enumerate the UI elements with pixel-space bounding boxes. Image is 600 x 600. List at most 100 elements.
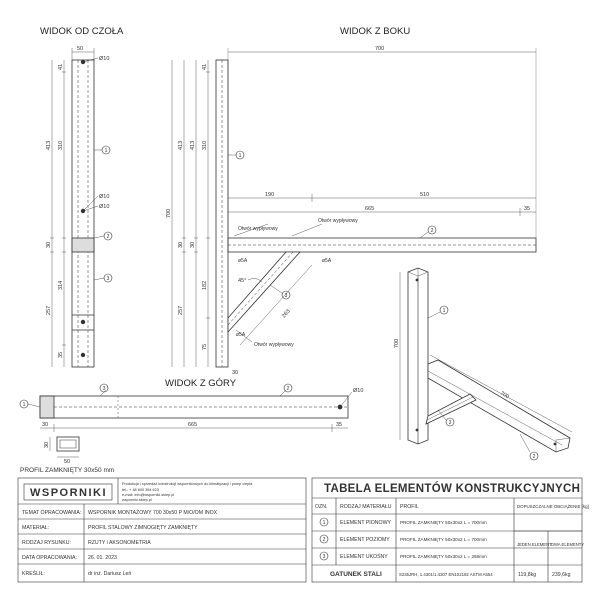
side-callout-2: 2 (431, 228, 434, 234)
top-dim-35: 35 (336, 422, 342, 428)
side-phi-label: ø5A (238, 258, 248, 264)
side-dim-height: 700 (166, 209, 172, 218)
iso-callout-2: 2 (533, 454, 536, 460)
row-label: TEMAT OPRACOWANIA: (22, 510, 81, 516)
table-header: PROFIL (400, 504, 419, 510)
front-dim-310: 310 (58, 141, 64, 150)
profile-section (56, 436, 80, 452)
elements-table-text: TABELA ELEMENTÓW KONSTRUKCYJNYCH OZN. RO… (315, 482, 589, 578)
side-view-labels: 700 190 510 665 35 700 413 30 257 413 30… (166, 46, 530, 376)
side-dim-413b: 413 (190, 141, 196, 150)
row-value: 26. 01. 2023 (88, 555, 117, 561)
front-callout-1: 1 (105, 148, 108, 154)
company-info-line: wsporniki.sklep.pl (122, 498, 152, 502)
top-callout-3: 3 (103, 386, 106, 392)
row-value: WSPORNIK MONTAŻOWY 700 30x50 P M/O/OM IN… (88, 509, 218, 516)
row-label: RODZAJ RYSUNKU: (22, 540, 71, 546)
side-callout-1: 1 (239, 153, 242, 159)
side-dim-41: 41 (202, 64, 208, 70)
side-dim-30b: 30 (190, 242, 196, 248)
company-info-line: tel.: + 48 600 354 623 (122, 488, 159, 492)
top-dim-665: 665 (188, 422, 197, 428)
side-dim-665: 665 (365, 206, 374, 212)
front-view-labels: 50 Ø10 Ø10 Ø10 413 30 257 41 310 314 35 … (46, 46, 110, 358)
side-phi-label: ø5A (236, 332, 246, 338)
side-dim-182: 182 (202, 281, 208, 290)
table-header: DOPUSZCZALNE OBCIĄŻENIE [kg] (517, 504, 589, 509)
row-value: RZUTY i AKSONOMETRIA (88, 540, 151, 546)
front-dim-413: 413 (46, 141, 52, 150)
load-one: 119,8kg (518, 572, 536, 578)
top-dim-30: 30 (42, 422, 48, 428)
front-view (50, 48, 113, 368)
top-view (19, 383, 353, 458)
row-label: MATERIAŁ: (22, 525, 49, 531)
row-profile: PROFIL ZAMKNIĘTY 50x30x2 L = 700mm (400, 520, 487, 525)
front-dim-41: 41 (58, 64, 64, 70)
iso-view (399, 267, 573, 461)
front-dim-257: 257 (46, 306, 52, 315)
company-info-line: e-mail: info@wsporniki.sklep.pl (122, 493, 174, 497)
front-dim-35: 35 (58, 352, 64, 358)
top-hole-label: Ø10 (353, 388, 363, 394)
title-block-text: WSPORNIKI Produkcja i sprzedaż konstrukc… (22, 482, 253, 577)
iso-view-labels: 700 700 1 3 2 (394, 308, 536, 460)
row-value: PROFIL STALOWY ZIMNOGIĘTY ZAMKNIĘTY (88, 525, 198, 531)
iso-diagonal (425, 393, 477, 425)
side-angle-label: 45° (238, 278, 246, 284)
front-callout-2: 2 (107, 234, 110, 240)
table-header: RODZAJ MATERIAŁU (340, 504, 392, 510)
side-callout-3: 3 (285, 293, 288, 299)
logo-box (23, 483, 113, 501)
row-id: 2 (323, 537, 326, 543)
side-dim-310: 310 (202, 141, 208, 150)
company-info-line: Produkcja i sprzedaż konstrukcji wsporni… (122, 482, 253, 486)
table-title: TABELA ELEMENTÓW KONSTRUKCYJNYCH (324, 482, 580, 495)
side-view-title: WIDOK Z BOKU (340, 26, 410, 37)
elements-table (311, 477, 583, 583)
iso-height-label: 700 (394, 339, 400, 348)
sub-header: JEDEN ELEMENT (517, 542, 552, 547)
side-dim-30: 30 (178, 242, 184, 248)
row-id: 3 (323, 554, 326, 560)
front-hole-label: Ø10 (99, 194, 109, 200)
top-callout-2: 2 (287, 386, 290, 392)
profile-dim-30: 30 (44, 442, 50, 448)
iso-callout-3: 3 (449, 420, 452, 426)
side-dim-413: 413 (178, 141, 184, 150)
title-block (17, 477, 307, 583)
load-two: 239,6kg (552, 572, 571, 578)
side-view (171, 48, 537, 368)
side-phi-label: ø5A (322, 258, 332, 264)
side-dim-190: 190 (265, 192, 274, 198)
top-view-title: WIDOK Z GÓRY (165, 378, 237, 389)
side-dim-700: 700 (375, 46, 384, 52)
front-callout-3: 3 (107, 276, 110, 282)
profile-label: PROFIL ZAMKNIĘTY 30x50 mm (20, 467, 114, 474)
row-profile: PROFIL ZAMKNIĘTY 50x30x2 L = 268mm (400, 554, 487, 559)
front-dim-50: 50 (77, 46, 83, 52)
front-view-title: WIDOK OD CZOŁA (40, 26, 124, 37)
company-logo: WSPORNIKI (30, 487, 107, 499)
sub-header: DWA ELEMENTY (551, 542, 584, 547)
profile-dim-50: 50 (64, 459, 70, 465)
side-diagonal-brace (227, 251, 301, 334)
side-dim-257: 257 (178, 306, 184, 315)
steel-value: S235JRH, 1.4301/1.4307 EN102192 ASTM A55… (399, 572, 493, 577)
row-name: ELEMENT UKOŚNY (340, 552, 388, 560)
row-name: ELEMENT PIONOWY (340, 520, 391, 526)
side-dim-30c: 30 (232, 370, 238, 376)
row-label: DATA OPRACOWANIA: (22, 555, 77, 561)
top-callout-1: 1 (23, 402, 26, 408)
front-hole-label: Ø10 (99, 56, 109, 62)
table-header: OZN. (315, 504, 327, 510)
side-dim-75: 75 (202, 344, 208, 350)
side-dim-35: 35 (524, 206, 530, 212)
front-dim-30: 30 (46, 242, 52, 248)
side-hole-label: Otwór wypływowy (318, 218, 358, 224)
side-diag-dim: 263 (281, 308, 292, 319)
side-dim-510: 510 (420, 192, 429, 198)
row-name: ELEMENT POZIOMY (340, 537, 390, 543)
front-dim-314: 314 (58, 281, 64, 290)
